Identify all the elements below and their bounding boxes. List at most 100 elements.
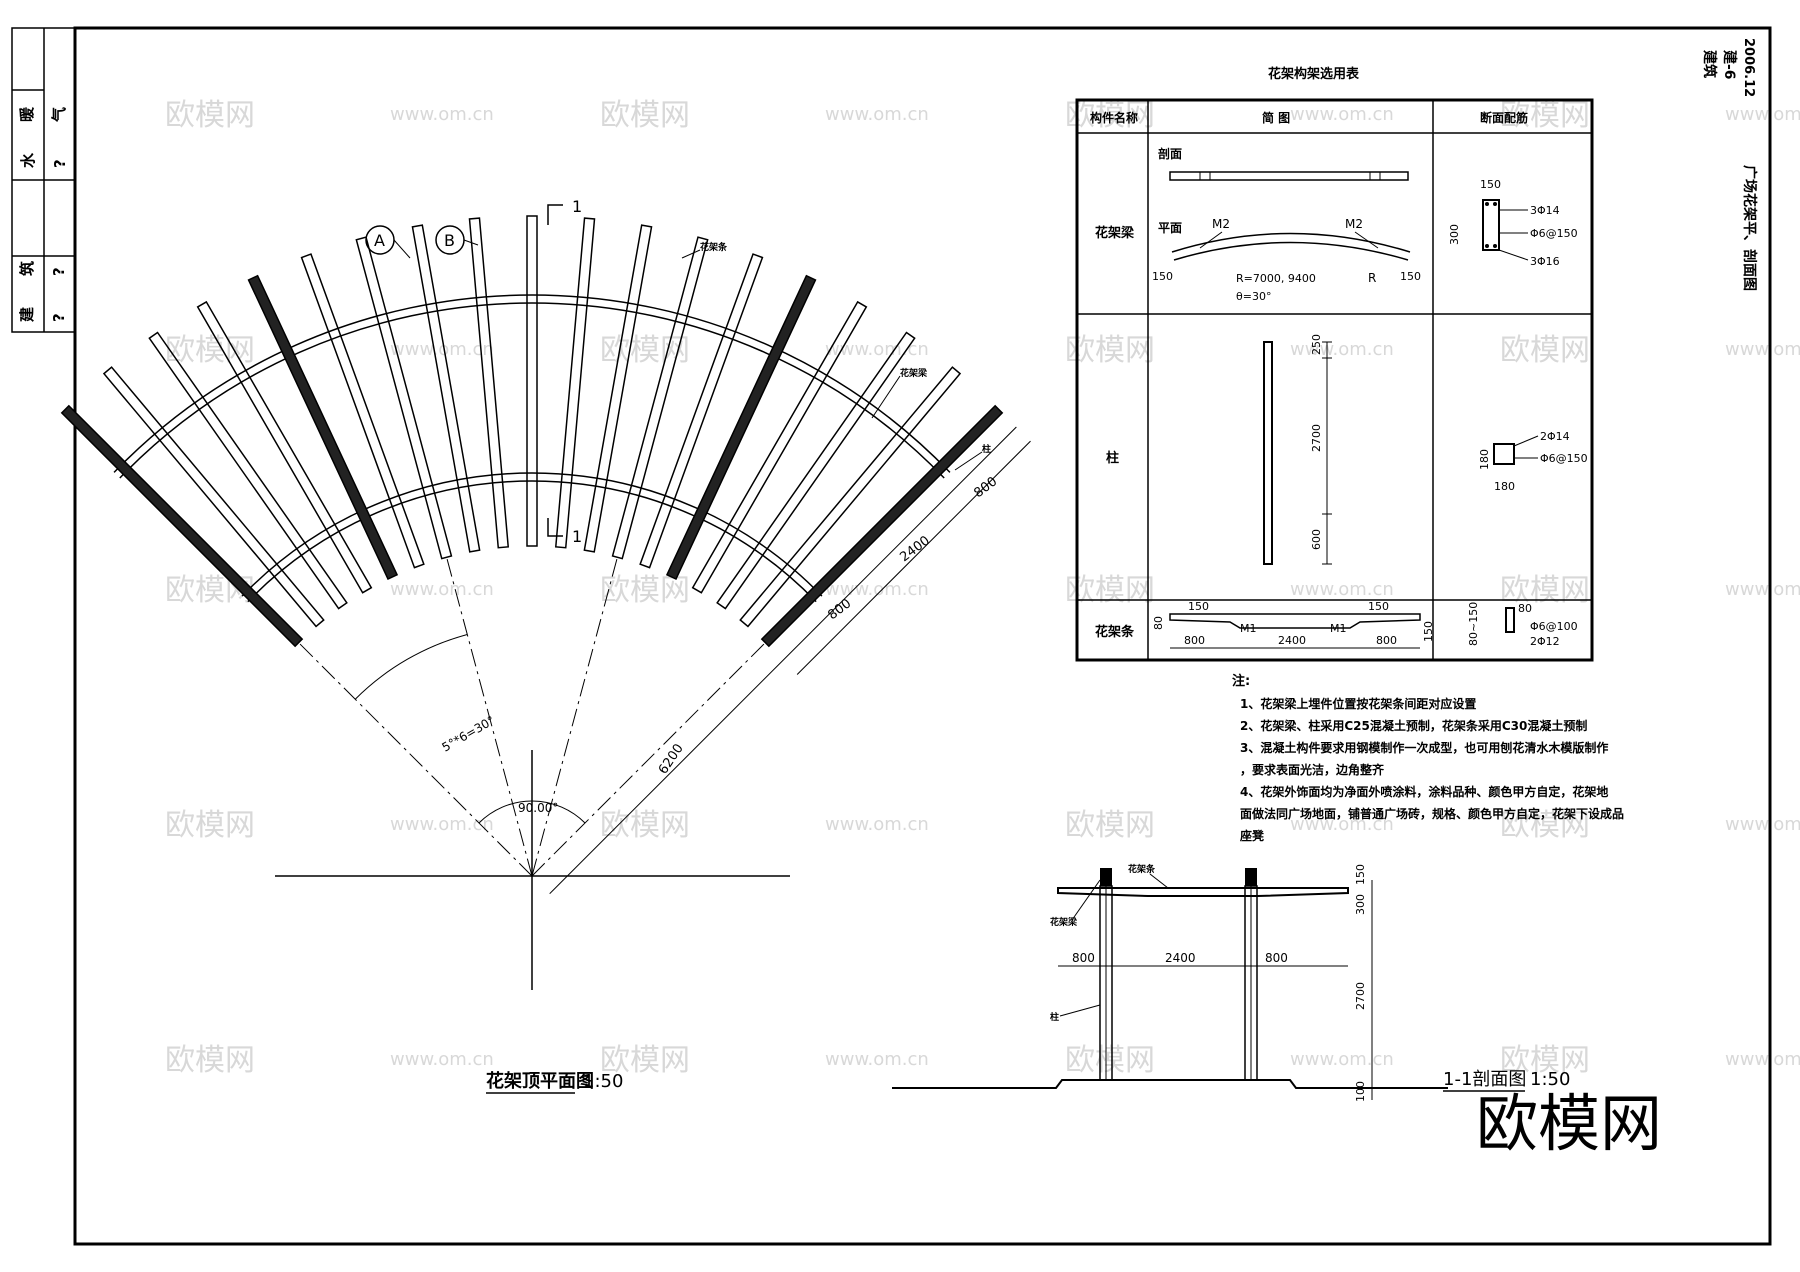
col-section-shape	[1493, 443, 1515, 465]
plan-beam-arc	[241, 472, 823, 597]
watermark-cn: 欧模网	[1500, 98, 1590, 133]
section-v100: 100	[1354, 1081, 1367, 1102]
section-beam-label: 花架梁	[1050, 916, 1078, 928]
watermark-url: www.om.cn	[390, 339, 494, 360]
axis-b-leader	[463, 239, 479, 246]
col-rebar-w: 180	[1494, 480, 1515, 493]
note-4c: 座凳	[1239, 828, 1265, 843]
plan-beam-arc	[113, 294, 951, 473]
watermark-url: www.om.cn	[390, 1049, 494, 1070]
watermark-cn: 欧模网	[165, 98, 255, 133]
watermark-cn: 欧模网	[1065, 808, 1155, 843]
col-d2700: 2700	[1310, 424, 1323, 452]
plan-dim-segment-line	[796, 440, 1031, 675]
plan-dim-6200: 6200	[656, 741, 687, 777]
section-beam-right	[1245, 868, 1257, 886]
beam-plan-arc-inner	[1173, 241, 1409, 261]
col-d250: 250	[1310, 334, 1323, 355]
beam-rebar-h: 300	[1448, 224, 1461, 245]
tb-label-3a: 建	[18, 306, 36, 322]
section-d800a: 800	[1072, 951, 1095, 965]
beam-radius: R=7000, 9400	[1236, 272, 1316, 285]
watermark-url: www.om.cn	[1725, 104, 1800, 125]
section-title: 1-1剖面图	[1443, 1069, 1526, 1090]
strip-rebar-main: 2Φ12	[1530, 635, 1560, 648]
strip-rebar-h: 80~150	[1467, 602, 1480, 646]
plan-scale: 1:50	[583, 1071, 623, 1092]
plan-strip-bar	[665, 274, 817, 581]
beam-rebar-stirrup: Φ6@150	[1530, 227, 1578, 240]
plan-strip-bar	[760, 404, 1004, 648]
watermark-cn: 欧模网	[600, 333, 690, 368]
row-beam-name: 花架梁	[1095, 225, 1135, 241]
beam-d150a: 150	[1152, 270, 1173, 283]
notes-title: 注:	[1232, 673, 1250, 689]
sheet-number: 建-6	[1721, 50, 1738, 80]
notes: 注: 1、花架梁上埋件位置按花架条间距对应设置 2、花架梁、柱采用C25混凝土预…	[1232, 673, 1624, 843]
col-rebar-stirrup: Φ6@150	[1540, 452, 1588, 465]
watermark-url: www.om.cn	[1290, 814, 1394, 835]
section-d800b: 800	[1265, 951, 1288, 965]
note-3: 3、混凝土构件要求用钢模制作一次成型，也可用刨花清水木模版制作	[1240, 740, 1608, 755]
plan-angle-big: 90.00°	[518, 801, 558, 815]
plan-angle-small: 5°*6=30°	[440, 713, 498, 754]
watermark-cn: 欧模网	[1500, 808, 1590, 843]
section-scale: 1:50	[1530, 1069, 1570, 1090]
plan-strip-label: 花架条	[700, 241, 728, 253]
col-d600: 600	[1310, 529, 1323, 550]
tb-label-3b: ?	[50, 313, 68, 322]
plan-strip-bar	[102, 366, 325, 628]
note-1: 1、花架梁上埋件位置按花架条间距对应设置	[1240, 696, 1476, 711]
section-v150: 150	[1354, 864, 1367, 885]
tb-label-1b: ?	[51, 159, 69, 168]
plan-radial-axis	[298, 642, 533, 877]
tb-label-1a: 水	[19, 152, 37, 168]
plan-radial-axis	[446, 557, 533, 877]
section-strip-leader	[1149, 873, 1169, 889]
outer-frame	[73, 26, 1772, 1246]
watermark-cn: 欧模网	[1065, 573, 1155, 608]
watermark-cn: 欧模网	[1500, 333, 1590, 368]
table-title: 花架构架选用表	[1268, 66, 1360, 82]
tb-label-0b: 气	[50, 107, 68, 123]
watermark-cn: 欧模网	[1500, 1043, 1590, 1078]
watermark-cn: 欧模网	[165, 1043, 255, 1078]
plan-strip-bar	[148, 331, 348, 610]
strip-m1b: M1	[1330, 622, 1347, 635]
col-dim-line	[1322, 341, 1332, 565]
watermark-url: www.om.cn	[390, 104, 494, 125]
plan-strip-bar	[196, 300, 373, 594]
row-strip-name: 花架条	[1095, 624, 1135, 640]
beam-rebar-bottom: 3Φ16	[1530, 255, 1560, 268]
plan-strip-bar	[247, 274, 399, 581]
section-mark-bottom	[547, 518, 563, 537]
beam-section-label: 剖面	[1158, 146, 1182, 161]
beam-plan-arc-outer	[1171, 232, 1411, 253]
section-num-bottom: 1	[572, 527, 582, 546]
plan-strip-bar	[639, 253, 764, 569]
section-v300: 300	[1354, 894, 1367, 915]
table-header-name: 构件名称	[1090, 110, 1138, 125]
beam-rebar-top: 3Φ14	[1530, 204, 1560, 217]
watermark-url: www.om.cn	[390, 814, 494, 835]
left-title-labels: 暖 气 水 ? 筑 ? 建 ?	[18, 106, 69, 322]
plan-strip-bar	[691, 300, 868, 594]
section-beam-left	[1100, 868, 1112, 886]
beam-plan-label: 平面	[1158, 221, 1182, 235]
watermark-url: www.om.cn	[825, 1049, 929, 1070]
strip-d80: 80	[1152, 616, 1165, 630]
big-logo-text: 欧模网	[1476, 1087, 1662, 1160]
strip-m1a: M1	[1240, 622, 1257, 635]
beam-leader	[871, 375, 901, 419]
plan-strip-bar	[554, 217, 596, 549]
watermark-url: www.om.cn	[1725, 339, 1800, 360]
section-strip-shape	[1057, 887, 1349, 897]
strip-d800a: 800	[1184, 634, 1205, 647]
sheet-date: 2006.12	[1741, 38, 1756, 97]
col-leader	[954, 451, 983, 471]
plan-strip-bar	[468, 217, 510, 549]
beam-m2b-leader	[1354, 231, 1379, 249]
plan-strip-bar	[60, 404, 304, 648]
strip-d150v: 150	[1422, 621, 1435, 642]
